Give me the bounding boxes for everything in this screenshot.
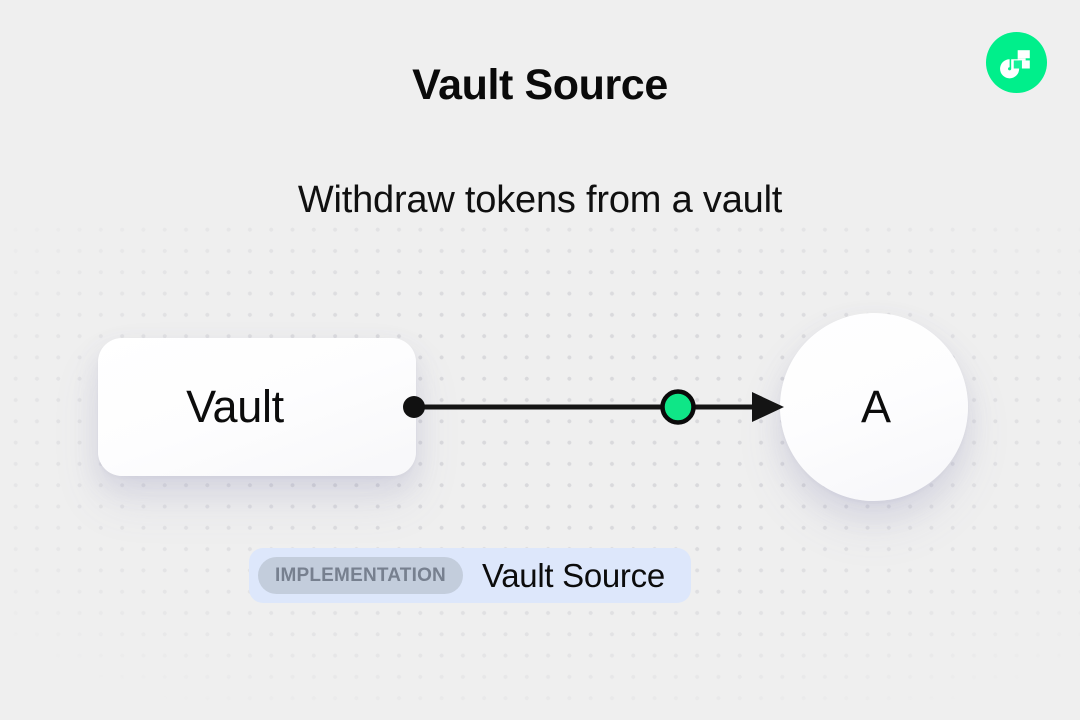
implementation-tag: IMPLEMENTATION [258,557,463,594]
node-a[interactable]: A [780,313,968,501]
page-subtitle: Withdraw tokens from a vault [297,179,783,221]
implementation-badge: IMPLEMENTATION Vault Source [249,548,691,603]
node-a-label: A [860,381,891,432]
node-vault-label: Vault [186,381,284,432]
node-vault[interactable]: Vault [98,338,416,476]
flow-logo-icon [985,31,1048,94]
edge-midpoint-dot-icon[interactable] [660,389,696,425]
page-title: Vault Source [412,61,668,109]
implementation-name: Vault Source [481,556,665,594]
